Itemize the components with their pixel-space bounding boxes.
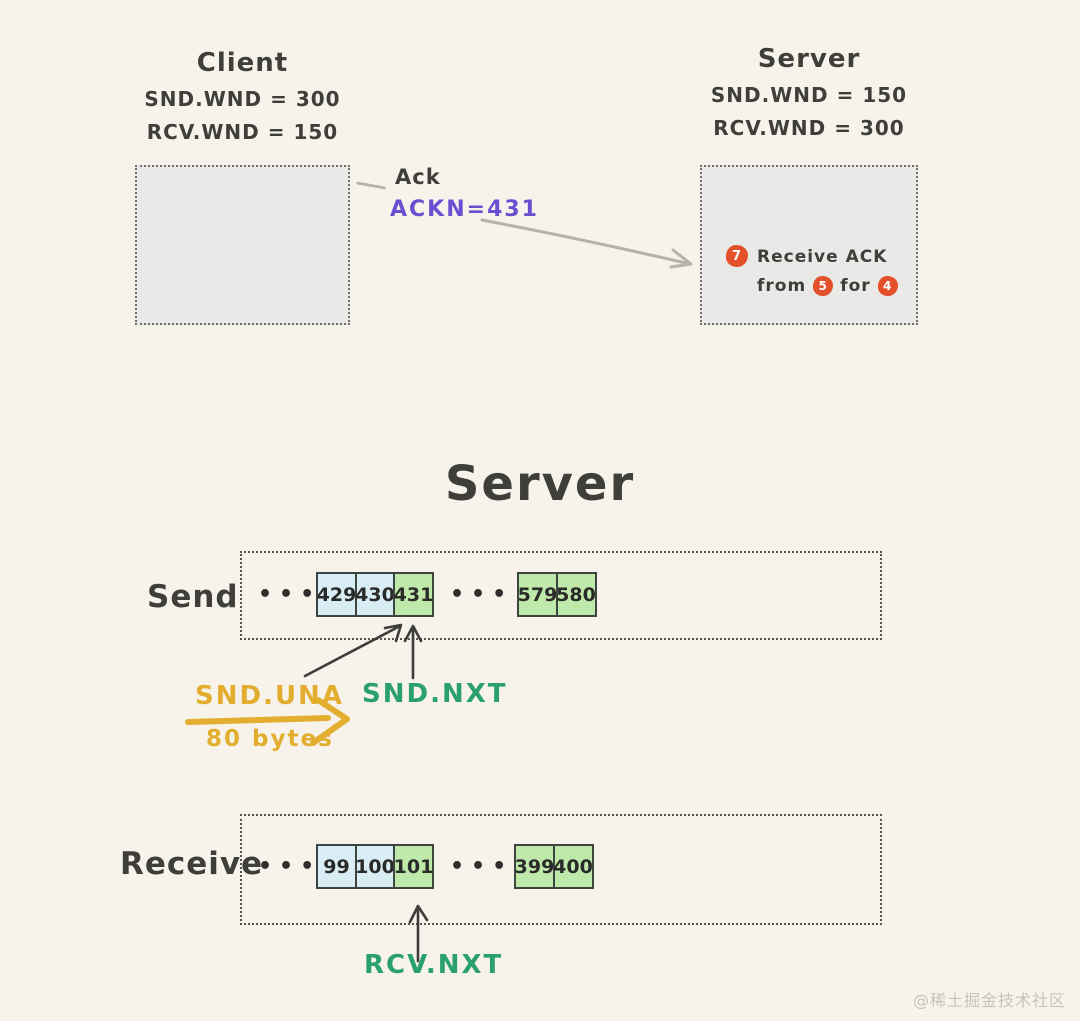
receive-window-box: [240, 814, 882, 925]
rcv-nxt-arrow: [408, 904, 429, 963]
server-title: Server: [757, 44, 861, 74]
seq-cell: 400: [552, 844, 594, 889]
seq-cell: 429: [316, 572, 357, 617]
snd-una-label: SND.UNA: [195, 681, 344, 711]
ackn-value: ACKN=431: [390, 197, 539, 222]
client-rcv-wnd: RCV.WND = 150: [146, 120, 339, 144]
server-note: 7 Receive ACK from 5 for 4: [726, 245, 898, 299]
seq-cell: 579: [517, 572, 558, 617]
send-ellipsis-mid: •••: [450, 582, 514, 607]
client-header: Client SND.WND = 300 RCV.WND = 150: [125, 48, 360, 144]
send-window-box: [240, 551, 882, 640]
ack-label: Ack: [395, 165, 441, 189]
step-4-badge: 4: [877, 276, 898, 297]
client-title: Client: [196, 48, 289, 78]
step-7-badge: 7: [726, 245, 748, 267]
ack-arrow: [480, 218, 693, 269]
seq-cell: 399: [514, 844, 555, 889]
client-snd-wnd: SND.WND = 300: [144, 87, 341, 111]
snd-una-bytes: 80 bytes: [206, 726, 334, 752]
snd-una-arrow: [185, 697, 350, 746]
ack-connector-dash: [355, 181, 387, 190]
rcv-nxt-label: RCV.NXT: [364, 950, 504, 980]
send-label: Send: [147, 579, 239, 615]
send-cells-right: 579 580: [517, 572, 597, 617]
snd-nxt-label: SND.NXT: [362, 679, 508, 709]
seq-cell: 430: [354, 572, 396, 617]
main-server-title: Server: [444, 456, 636, 512]
seq-cell: 580: [555, 572, 597, 617]
send-pointer-arrows: [303, 623, 423, 680]
send-cells-left: 429 430 431: [316, 572, 434, 617]
server-rcv-wnd: RCV.WND = 300: [713, 116, 905, 140]
send-ellipsis-left: •••: [258, 582, 322, 607]
server-note-line1: Receive ACK: [757, 247, 888, 267]
receive-label: Receive: [120, 846, 264, 882]
server-header: Server SND.WND = 150 RCV.WND = 300: [693, 44, 925, 140]
client-buffer-box: [135, 165, 350, 325]
receive-cells-right: 399 400: [514, 844, 594, 889]
server-note-for: for: [840, 275, 871, 296]
server-snd-wnd: SND.WND = 150: [710, 83, 908, 107]
server-buffer-box: 7 Receive ACK from 5 for 4: [700, 165, 918, 325]
seq-cell: 100: [354, 844, 396, 889]
server-note-from: from: [757, 275, 807, 296]
watermark: @稀土掘金技术社区: [912, 991, 1066, 1010]
seq-cell: 431: [393, 572, 434, 617]
seq-cell: 101: [393, 844, 434, 889]
receive-cells-left: 99 100 101: [316, 844, 434, 889]
receive-ellipsis-mid: •••: [450, 854, 514, 879]
step-5-badge: 5: [813, 276, 834, 297]
seq-cell: 99: [316, 844, 357, 889]
receive-ellipsis-left: •••: [258, 854, 322, 879]
